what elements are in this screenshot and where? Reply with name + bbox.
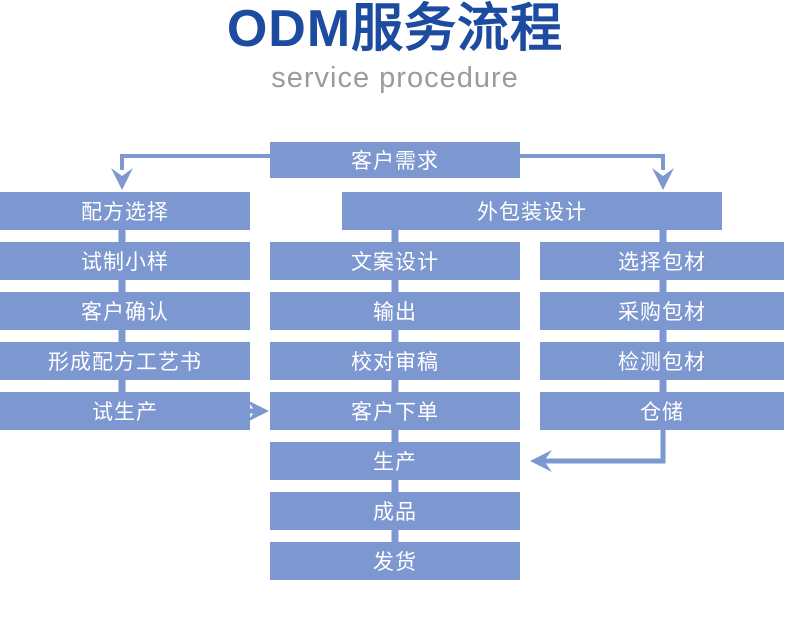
flow-box-formula-selection: 配方选择 xyxy=(0,192,250,230)
flow-box-purchase-packaging: 采购包材 xyxy=(540,292,784,330)
connector-bar xyxy=(391,528,399,544)
flow-box-trial-sample: 试制小样 xyxy=(0,242,250,280)
flow-box-select-packaging: 选择包材 xyxy=(540,242,784,280)
connector-bar xyxy=(118,228,126,244)
connector-bar xyxy=(659,228,667,244)
connector-line-right-branch xyxy=(520,154,665,170)
flow-box-customer-demand: 客户需求 xyxy=(270,142,520,178)
connector-bar xyxy=(391,378,399,394)
flow-box-output: 输出 xyxy=(270,292,520,330)
connector-bar xyxy=(118,328,126,344)
connector-bar xyxy=(391,328,399,344)
flow-box-finished-product: 成品 xyxy=(270,492,520,530)
flow-box-test-packaging: 检测包材 xyxy=(540,342,784,380)
flow-box-proofreading: 校对审稿 xyxy=(270,342,520,380)
arrow-down-left-icon xyxy=(111,168,133,190)
connector-line-warehouse-to-production xyxy=(541,428,666,464)
connector-bar xyxy=(118,378,126,394)
flow-box-formula-process-book: 形成配方工艺书 xyxy=(0,342,250,380)
flow-box-packaging-design: 外包装设计 xyxy=(342,192,722,230)
flow-box-shipment: 发货 xyxy=(270,542,520,580)
flow-box-trial-production: 试生产 xyxy=(0,392,250,430)
connector-bar xyxy=(391,478,399,494)
connector-bar xyxy=(659,278,667,294)
connector-line-left-branch xyxy=(120,154,270,170)
flow-box-customer-confirmation: 客户确认 xyxy=(0,292,250,330)
arrow-left-icon xyxy=(530,450,552,472)
page-title: ODM服务流程 xyxy=(226,0,564,58)
flow-box-warehousing: 仓储 xyxy=(540,392,784,430)
arrow-right-icon xyxy=(247,400,269,422)
connector-bar xyxy=(391,428,399,444)
connector-bar xyxy=(391,228,399,244)
connector-bar xyxy=(391,278,399,294)
page-subtitle: service procedure xyxy=(271,62,519,94)
connector-bar xyxy=(659,328,667,344)
flow-box-copy-design: 文案设计 xyxy=(270,242,520,280)
connector-bar xyxy=(118,278,126,294)
arrow-down-right-icon xyxy=(652,168,674,190)
connector-bar xyxy=(659,378,667,394)
flow-box-customer-order: 客户下单 xyxy=(270,392,520,430)
flow-box-production: 生产 xyxy=(270,442,520,480)
